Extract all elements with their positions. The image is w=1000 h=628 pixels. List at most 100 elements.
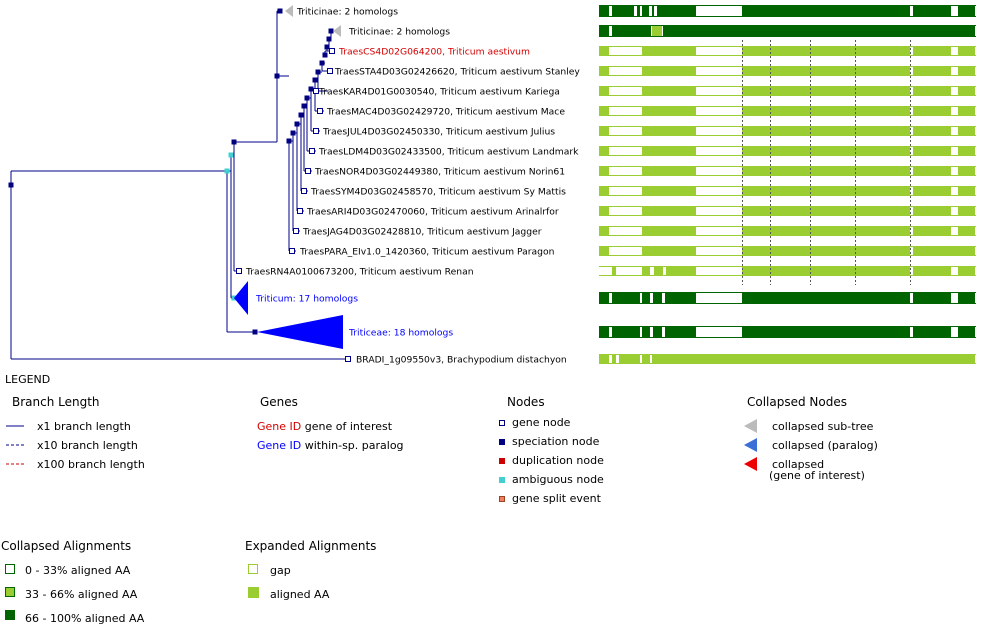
gene-node[interactable] bbox=[301, 188, 307, 194]
leaf-label[interactable]: TraesMAC4D03G02429720, Triticum aestivum… bbox=[326, 107, 565, 118]
leaf-label[interactable]: Triticeae: 18 homologs bbox=[348, 328, 453, 339]
alignment-segment bbox=[913, 127, 951, 136]
leaf-label[interactable]: TraesNOR4D03G02449380, Triticum aestivum… bbox=[314, 167, 565, 178]
x100-branch-length: x100 branch length bbox=[37, 458, 145, 471]
alignment-segment bbox=[657, 6, 696, 17]
collapsed-paralog-marker[interactable] bbox=[257, 315, 343, 349]
leaf-label[interactable]: TraesARI4D03G02470060, Triticum aestivum… bbox=[306, 207, 559, 218]
gene-node[interactable] bbox=[327, 68, 333, 74]
gene-node[interactable] bbox=[305, 168, 311, 174]
gene-node[interactable] bbox=[313, 128, 319, 134]
alignment-segment bbox=[599, 327, 609, 338]
gene-of-interest-legend: Gene ID gene of interest bbox=[257, 420, 392, 433]
alignment-segment bbox=[599, 47, 609, 56]
leaf-label[interactable]: TraesPARA_EIv1.0_1420360, Triticum aesti… bbox=[299, 247, 555, 258]
alignment-segment bbox=[599, 247, 609, 256]
leaf-label[interactable]: TraesSTA4D03G02426620, Triticum aestivum… bbox=[334, 67, 580, 78]
alignment-segment bbox=[652, 6, 654, 17]
gene-node[interactable] bbox=[289, 248, 295, 254]
alignment-segment bbox=[612, 293, 640, 304]
alignment-segment bbox=[913, 247, 975, 256]
alignment-segment bbox=[642, 6, 649, 17]
collapsed-paralog-marker[interactable] bbox=[234, 281, 248, 315]
leaf-label[interactable]: TraesRN4A0100673200, Triticum aestivum R… bbox=[245, 267, 474, 278]
gene-split-label: gene split event bbox=[512, 492, 601, 505]
alignment-segment bbox=[913, 167, 951, 176]
leaf-label[interactable]: TraesJUL4D03G02450330, Triticum aestivum… bbox=[322, 127, 555, 138]
leaf-label[interactable]: TraesKAR4D01G0030540, Triticum aestivum … bbox=[318, 87, 560, 98]
alignment-segment bbox=[665, 327, 696, 338]
gene-node[interactable] bbox=[297, 208, 303, 214]
gene-node[interactable] bbox=[345, 356, 351, 362]
leaf-label[interactable]: TraesLDM4D03G02433500, Triticum aestivum… bbox=[318, 147, 579, 158]
alignment-segment bbox=[642, 293, 650, 304]
alignment-segment bbox=[612, 355, 616, 364]
alignment-segment bbox=[913, 87, 951, 96]
alignment-segment bbox=[665, 293, 696, 304]
expanded-alignments-heading: Expanded Alignments bbox=[245, 539, 377, 553]
alignment-segment bbox=[653, 293, 662, 304]
alignment-segment bbox=[742, 167, 910, 176]
alignment-segment bbox=[958, 167, 975, 176]
gene-id-red: Gene ID bbox=[257, 420, 302, 433]
alignment-segment bbox=[642, 47, 696, 56]
collapsed-interest-sublabel: (gene of interest) bbox=[769, 469, 865, 482]
alignment-segment bbox=[599, 187, 609, 196]
alignment-segment bbox=[599, 87, 609, 96]
gene-node[interactable] bbox=[309, 148, 315, 154]
node-swatches bbox=[499, 420, 505, 502]
alignment-segment bbox=[913, 67, 951, 76]
collapsed-nodes-heading: Collapsed Nodes bbox=[747, 395, 847, 409]
leaf-label[interactable]: TraesJAG4D03G02428810, Triticum aestivum… bbox=[302, 227, 542, 238]
alignment-segment bbox=[742, 127, 910, 136]
alignment-segment bbox=[599, 293, 609, 304]
leaf-label[interactable]: TraesSYM4D03G02458570, Triticum aestivum… bbox=[310, 187, 566, 198]
gene-node[interactable] bbox=[236, 268, 242, 274]
alignment-segment bbox=[599, 167, 609, 176]
gene-node[interactable] bbox=[317, 108, 323, 114]
alignment-segment bbox=[612, 267, 616, 276]
gene-of-interest-text: gene of interest bbox=[301, 420, 393, 433]
leaf-label[interactable]: Triticum: 17 homologs bbox=[255, 294, 358, 305]
alignment-segment bbox=[742, 327, 910, 338]
leaf-label[interactable]: Triticinae: 2 homologs bbox=[348, 27, 450, 38]
alignment-segment bbox=[742, 207, 910, 216]
alignment-segment bbox=[958, 293, 975, 304]
alignment-segment bbox=[612, 327, 640, 338]
alignment-segment bbox=[642, 187, 696, 196]
gene-node[interactable] bbox=[293, 228, 299, 234]
collapsed-subtree-marker[interactable] bbox=[285, 5, 293, 17]
gene-node[interactable] bbox=[313, 88, 319, 94]
alignment-segment bbox=[599, 107, 609, 116]
alignment-segment bbox=[913, 187, 951, 196]
leaf-label[interactable]: Triticinae: 2 homologs bbox=[296, 7, 398, 18]
alignment-segment bbox=[913, 47, 951, 56]
x10-branch-length: x10 branch length bbox=[37, 439, 138, 452]
alignment-segment bbox=[742, 187, 910, 196]
nodes-heading: Nodes bbox=[507, 395, 545, 409]
collapsed-paralog-label: collapsed (paralog) bbox=[772, 439, 878, 452]
speciation-node-label: speciation node bbox=[512, 435, 600, 448]
alignment-segment bbox=[642, 167, 696, 176]
branch-length-heading: Branch Length bbox=[12, 395, 100, 409]
collapsed-subtree-marker[interactable] bbox=[333, 25, 341, 37]
leaf-label[interactable]: BRADI_1g09550v3, Brachypodium distachyon bbox=[356, 355, 567, 366]
leaf-label[interactable]: TraesCS4D02G064200, Triticum aestivum bbox=[338, 47, 530, 58]
genes-heading: Genes bbox=[260, 395, 298, 409]
expanded-alignment-swatches bbox=[248, 564, 259, 598]
alignment-segment bbox=[958, 187, 975, 196]
gene-node[interactable] bbox=[329, 48, 335, 54]
expanded-aligned-label: aligned AA bbox=[270, 588, 330, 601]
alignment-segment bbox=[958, 47, 975, 56]
alignment-segment bbox=[913, 6, 951, 17]
alignment-segment bbox=[663, 26, 975, 37]
alignment-segment bbox=[913, 293, 951, 304]
legend: LEGEND Branch Length x1 branch length x1… bbox=[0, 368, 1000, 628]
collapsed-alignment-swatches bbox=[5, 564, 15, 620]
alignment-segment bbox=[742, 6, 910, 17]
alignment-segment bbox=[913, 267, 951, 276]
expanded-gap-label: gap bbox=[270, 564, 291, 577]
paralog-legend: Gene ID within-sp. paralog bbox=[257, 439, 404, 452]
alignment-segment bbox=[666, 267, 696, 276]
